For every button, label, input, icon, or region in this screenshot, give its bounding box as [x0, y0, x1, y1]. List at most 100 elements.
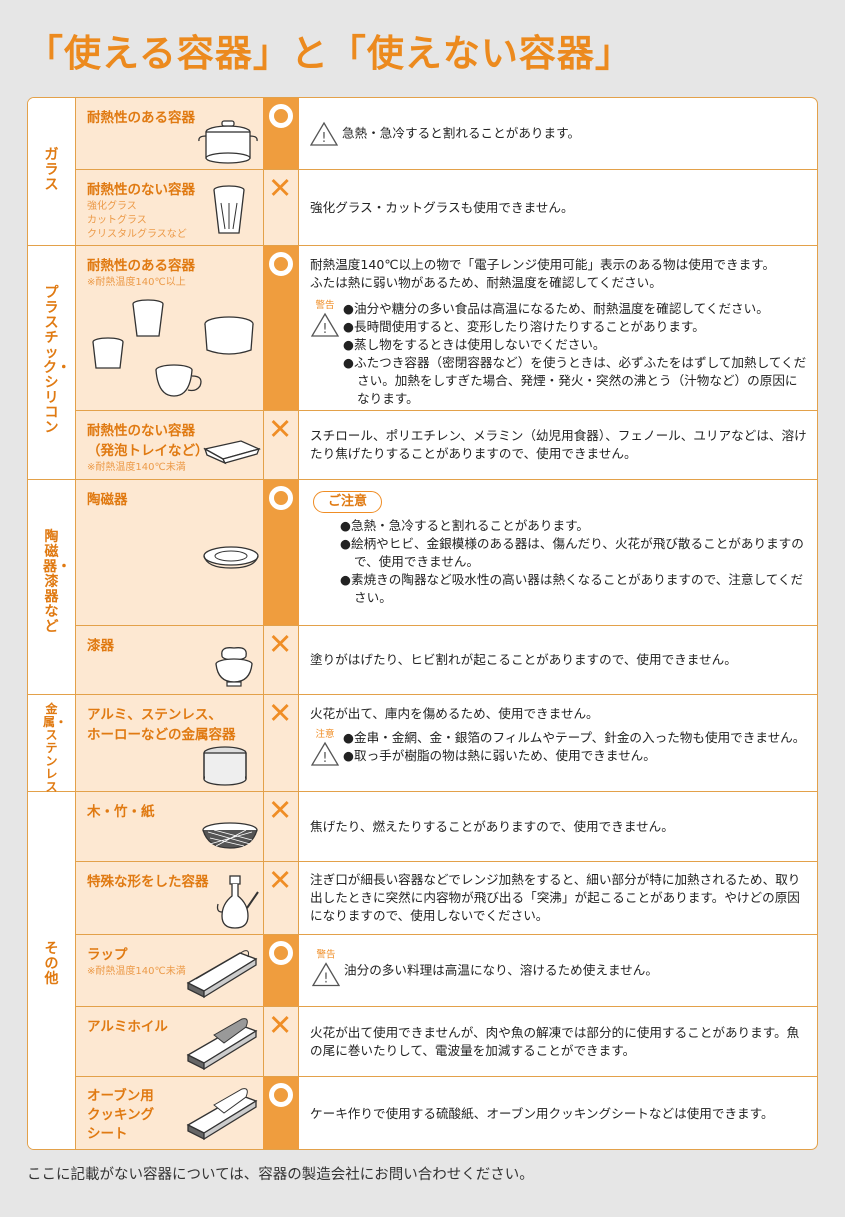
item-name: 耐熱性のある容器 [87, 110, 195, 126]
bullet-item: ●ふたつき容器（密閉容器など）を使うときは、必ずふたをはずして加熱してください。… [343, 355, 807, 406]
name-cell: ラップ ※耐熱温度140℃未満 [75, 935, 263, 1006]
svg-text:!: ! [323, 971, 328, 986]
ng-cross-icon: ✕ [268, 696, 293, 730]
description-text: 塗りがはげたり、ヒビ割れが起こることがありますので、使用できません。 [310, 652, 737, 667]
glass-cup-icon [213, 185, 245, 234]
bamboo-basket-icon [202, 822, 258, 849]
foam-tray-icon [203, 440, 261, 465]
aluminum-foil-box-icon [186, 1018, 258, 1071]
item-name: 陶磁器 [87, 492, 128, 508]
description-cell: ! 急熱・急冷すると割れることがあります。 [299, 98, 817, 169]
warning-triangle-icon: ! [311, 961, 341, 986]
name-cell: 耐熱性のない容器 （発泡トレイなど） ※耐熱温度140℃未満 [75, 411, 263, 479]
mark-cell: ✕ [263, 411, 299, 479]
mark-cell: ✕ [263, 862, 299, 934]
bullet-item: ●取っ手が樹脂の物は熱に弱いため、使用できません。 [343, 748, 656, 763]
svg-text:!: ! [322, 322, 327, 337]
row-glass-non-heatproof: 耐熱性のない容器 強化グラス カットグラス クリスタルグラスなど ✕ 強化グラス… [75, 170, 817, 246]
description-text: 耐熱温度140℃以上の物で「電子レンジ使用可能」表示のある物は使用できます。 [310, 257, 776, 272]
description-cell: 焦げたり、燃えたりすることがありますので、使用できません。 [299, 792, 817, 861]
item-name: 耐熱性のある容器 ※耐熱温度140℃以上 [87, 258, 195, 288]
name-cell: 耐熱性のない容器 強化グラス カットグラス クリスタルグラスなど [75, 170, 263, 245]
item-name: 木・竹・紙 [87, 804, 155, 820]
description-cell: ケーキ作りで使用する硫酸紙、オーブン用クッキングシートなどは使用できます。 [299, 1077, 817, 1149]
name-cell: アルミホイル [75, 1007, 263, 1076]
name-cell: 耐熱性のある容器 ※耐熱温度140℃以上 [75, 246, 263, 410]
ok-circle-icon [269, 941, 293, 965]
category-label: 陶磁器・漆器など [43, 529, 71, 635]
row-aluminum-foil: アルミホイル ✕ 火花が出て使用できませんが、肉や魚の解凍では部分的に使用するこ… [75, 1007, 817, 1077]
description-text: 急熱・急冷すると割れることがあります。 [342, 125, 581, 140]
category-metal: 金属・ステンレス [28, 695, 75, 794]
row-ceramic: 陶磁器 ご注意 ●急熱・急冷すると割れることがあります。 ●絵柄やヒビ、金銀模様… [75, 480, 817, 626]
mark-cell: ✕ [263, 170, 299, 245]
lacquer-bowl-icon [215, 647, 253, 687]
category-label: ガラス [44, 147, 59, 193]
spout-bottle-icon [216, 875, 259, 929]
ok-circle-icon [269, 486, 293, 510]
ng-cross-icon: ✕ [268, 1008, 293, 1042]
description-cell: 塗りがはげたり、ヒビ割れが起こることがありますので、使用できません。 [299, 626, 817, 694]
ceramic-plate-icon [203, 546, 259, 569]
mark-cell [263, 480, 299, 625]
ok-circle-icon [269, 252, 293, 276]
mark-cell: ✕ [263, 1007, 299, 1076]
category-other: その他 [28, 792, 75, 1149]
svg-text:!: ! [322, 751, 327, 766]
name-cell: 漆器 [75, 626, 263, 694]
mark-cell: ✕ [263, 695, 299, 791]
ok-circle-icon [269, 1083, 293, 1107]
category-plastic: プラスチック・シリコン [28, 246, 75, 480]
row-metal: アルミ、ステンレス、 ホーローなどの金属容器 ✕ 火花が出て、庫内を傷めるため、… [75, 695, 817, 792]
bullet-item: ●油分や糖分の多い食品は高温になるため、耐熱温度を確認してください。 [343, 301, 769, 316]
mark-cell: ✕ [263, 792, 299, 861]
description-text: 強化グラス・カットグラスも使用できません。 [310, 199, 574, 215]
name-cell: オーブン用 クッキング シート [75, 1077, 263, 1149]
warning-triangle-icon: ! [310, 741, 340, 766]
description-text: 火花が出て使用できませんが、肉や魚の解凍では部分的に使用することがあります。魚の… [310, 1024, 800, 1058]
item-name: アルミ、ステンレス、 ホーローなどの金属容器 [87, 707, 236, 743]
name-cell: 木・竹・紙 [75, 792, 263, 861]
description-text: ふたは熱に弱い物があるため、耐熱温度を確認してください。 [310, 275, 662, 290]
category-label: その他 [44, 941, 59, 987]
row-cooking-sheet: オーブン用 クッキング シート ケーキ作りで使用する硫酸紙、オーブン用クッキング… [75, 1077, 817, 1149]
bullet-item: ●金串・金網、金・銀箔のフィルムやテープ、針金の入った物も使用できません。 [343, 730, 806, 745]
bullet-item: ●素焼きの陶器など吸水性の高い器は熱くなることがありますので、注意してください。 [340, 572, 804, 605]
item-name: オーブン用 クッキング シート [87, 1088, 155, 1142]
category-label: 金属・ステンレス [43, 702, 68, 794]
warning-triangle-icon: ! [310, 121, 338, 146]
row-plastic-heatproof: 耐熱性のある容器 ※耐熱温度140℃以上 耐熱温度140℃以上の物で「電子レンジ… [75, 246, 817, 411]
warning-tag: 警告 [316, 949, 336, 960]
row-plastic-wrap: ラップ ※耐熱温度140℃未満 警告 ! 油分の多い料理は高温になり、溶けるため… [75, 935, 817, 1007]
container-table: ガラス プラスチック・シリコン 陶磁器・漆器など 金属・ステンレス その他 耐熱… [27, 97, 818, 1150]
ng-cross-icon: ✕ [268, 412, 293, 446]
item-name: 耐熱性のない容器 （発泡トレイなど） ※耐熱温度140℃未満 [87, 423, 209, 473]
metal-container-icon [203, 746, 247, 786]
item-name: ラップ ※耐熱温度140℃未満 [87, 947, 186, 977]
description-text: 火花が出て、庫内を傷めるため、使用できません。 [310, 706, 599, 721]
plastic-wrap-box-icon [186, 950, 258, 999]
description-text: 油分の多い料理は高温になり、溶けるため使えません。 [344, 962, 658, 978]
cooking-sheet-box-icon [186, 1088, 258, 1141]
warning-triangle-icon: ! [310, 312, 340, 337]
category-label: プラスチック・シリコン [43, 285, 71, 436]
name-cell: 耐熱性のある容器 [75, 98, 263, 169]
mark-cell [263, 246, 299, 410]
bullet-item: ●急熱・急冷すると割れることがあります。 [340, 518, 590, 533]
category-glass: ガラス [28, 98, 75, 246]
bullet-item: ●長時間使用すると、変形したり溶けたりすることがあります。 [343, 319, 705, 334]
ng-cross-icon: ✕ [268, 627, 293, 661]
page-title: 「使える容器」と「使えない容器」 [26, 32, 633, 75]
item-name: 耐熱性のない容器 強化グラス カットグラス クリスタルグラスなど [87, 182, 195, 240]
item-name: アルミホイル [87, 1019, 168, 1035]
warning-tag: 警告 [315, 300, 335, 311]
name-cell: 特殊な形をした容器 [75, 862, 263, 934]
ok-circle-icon [269, 104, 293, 128]
row-glass-heatproof: 耐熱性のある容器 ! 急熱・急冷すると割れることがあります。 [75, 98, 817, 170]
bullet-item: ●蒸し物をするときは使用しないでください。 [343, 337, 606, 352]
caution-badge: ご注意 [313, 491, 383, 513]
ng-cross-icon: ✕ [268, 863, 293, 897]
description-cell: スチロール、ポリエチレン、メラミン（幼児用食器）、フェノール、ユリアなどは、溶け… [299, 411, 817, 479]
ng-cross-icon: ✕ [268, 793, 293, 827]
mark-cell: ✕ [263, 626, 299, 694]
